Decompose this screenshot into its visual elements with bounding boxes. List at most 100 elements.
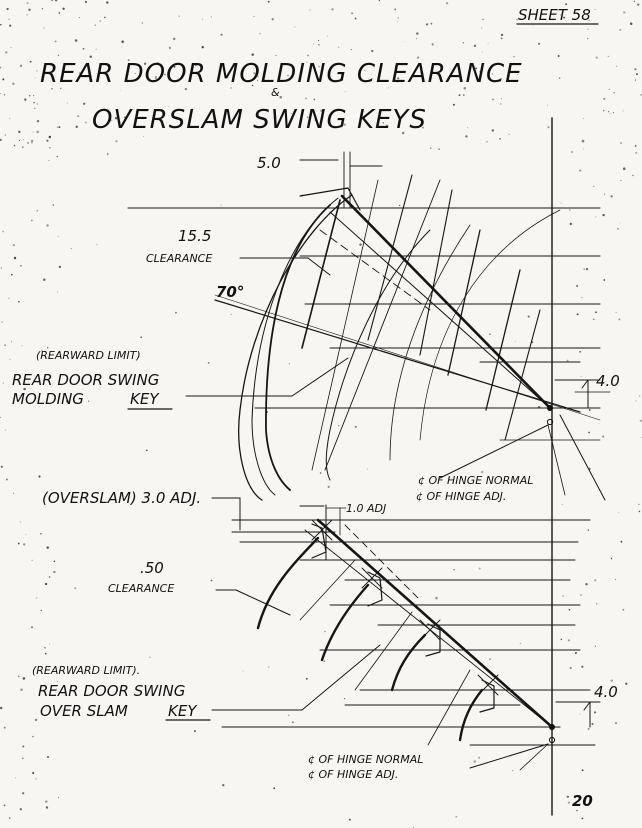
speckle-dot [431, 43, 434, 46]
speckle-dot [84, 0, 87, 3]
speckle-dot [149, 656, 151, 658]
speckle-dot [155, 76, 157, 78]
speckle-dot [421, 126, 425, 129]
speckle-dot [12, 243, 15, 247]
speckle-dot [343, 123, 346, 126]
speckle-dot [445, 2, 449, 5]
speckle-dot [77, 115, 80, 117]
speckle-dot [615, 311, 617, 314]
speckle-dot [570, 150, 574, 154]
speckle-dot [48, 576, 51, 578]
speckle-dot [327, 35, 329, 37]
speckle-dot [619, 222, 621, 224]
speckle-dot [452, 103, 455, 106]
speckle-dot [430, 147, 432, 149]
speckle-dot [58, 265, 62, 269]
speckle-dot [585, 583, 588, 586]
speckle-dot [21, 146, 24, 148]
speckle-dot [54, 0, 58, 2]
speckle-dot [569, 222, 572, 225]
speckle-dot [123, 124, 125, 126]
speckle-dot [36, 119, 40, 123]
speckle-dot [602, 213, 605, 217]
speckle-dot [587, 727, 590, 730]
speckle-dot [616, 65, 618, 67]
speckle-dot [99, 20, 101, 22]
speckle-dot [291, 721, 294, 724]
speckle-dot [629, 22, 633, 25]
speckle-dot [83, 102, 86, 105]
speckle-dot [157, 62, 159, 64]
upper-dim-right: 4.0 [596, 372, 620, 390]
speckle-dot [581, 297, 583, 299]
speckle-dot [401, 131, 405, 135]
speckle-dot [53, 560, 56, 563]
speckle-dot [58, 797, 60, 798]
lower-labels: (OVERSLAM) 3.0 ADJ. 1.0 ADJ .50 CLEARANC… [32, 489, 618, 781]
speckle-dot [633, 0, 636, 3]
speckle-dot [9, 358, 11, 360]
speckle-dot [607, 110, 610, 113]
speckle-dot [34, 718, 38, 722]
speckle-dot [52, 204, 55, 206]
speckle-dot [127, 59, 130, 62]
speckle-dot [46, 546, 49, 549]
speckle-dot [478, 567, 481, 570]
speckle-dot [394, 8, 397, 11]
speckle-dot [9, 118, 11, 120]
speckle-dot [8, 297, 10, 299]
speckle-dot [253, 72, 256, 75]
speckle-dot [201, 18, 203, 20]
speckle-dot [20, 521, 22, 523]
speckle-dot [22, 139, 24, 141]
speckle-dot [0, 465, 3, 468]
speckle-dot [46, 139, 49, 142]
speckle-dot [516, 19, 518, 21]
speckle-dot [591, 722, 594, 726]
speckle-dot [184, 87, 188, 91]
speckle-dot [31, 626, 33, 629]
speckle-dot [344, 91, 346, 93]
speckle-dot [338, 425, 340, 427]
speckle-dot [618, 318, 621, 321]
speckle-dot [222, 784, 225, 787]
speckle-dot [435, 596, 438, 600]
lower-hinge-adj: ¢ OF HINGE ADJ. [308, 768, 398, 781]
speckle-dot [487, 42, 489, 44]
speckle-dot [587, 529, 590, 531]
speckle-dot [561, 503, 563, 505]
speckle-dot [614, 578, 617, 580]
upper-key-line-2: MOLDING [12, 390, 84, 408]
speckle-dot [610, 557, 613, 560]
speckle-dot [58, 12, 61, 14]
speckle-dot [164, 73, 166, 76]
speckle-dot [26, 14, 28, 16]
speckle-dot [242, 670, 244, 672]
speckle-dot [517, 73, 519, 75]
speckle-dot [622, 608, 625, 611]
speckle-dot [396, 80, 399, 83]
speckle-dot [0, 93, 2, 95]
speckle-dot [38, 475, 41, 478]
speckle-dot [359, 243, 362, 246]
speckle-dot [462, 42, 465, 44]
speckle-dot [6, 7, 9, 11]
speckle-dot [637, 3, 640, 6]
speckle-dot [230, 314, 232, 316]
speckle-dot [4, 344, 6, 347]
speckle-dot [201, 46, 204, 49]
speckle-dot [602, 435, 605, 438]
speckle-dot [58, 126, 61, 129]
speckle-dot [634, 68, 637, 71]
speckle-dot [519, 642, 521, 645]
speckle-dot [492, 98, 494, 101]
speckle-dot [35, 778, 37, 780]
lower-limit-note: (REARWARD LIMIT). [32, 664, 140, 677]
speckle-dot [178, 15, 180, 17]
speckle-dot [87, 400, 90, 402]
speckle-dot [587, 28, 589, 30]
speckle-dot [593, 185, 595, 188]
speckle-dot [619, 141, 623, 145]
speckle-dot [613, 92, 615, 94]
speckle-dot [1, 321, 3, 323]
